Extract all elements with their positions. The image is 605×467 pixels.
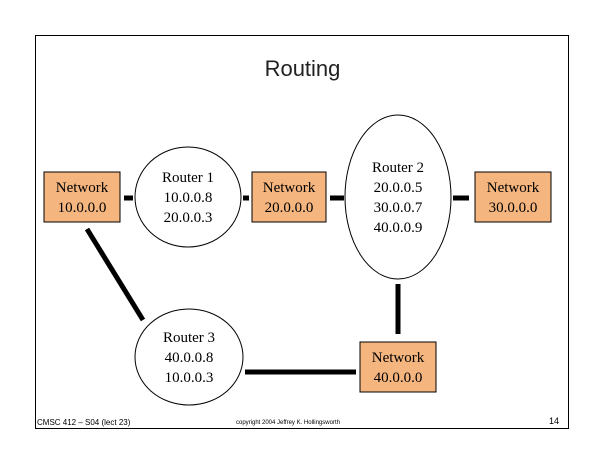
- network-node-net20: Network 20.0.0.0: [251, 171, 327, 223]
- network-box: [359, 341, 437, 393]
- router-label-line: 10.0.0.3: [165, 370, 214, 386]
- router-label-line: 40.0.0.9: [374, 220, 423, 236]
- router-node-r3: Router 3 40.0.0.8 10.0.0.3: [134, 308, 244, 406]
- router-label-line: 10.0.0.8: [164, 190, 213, 206]
- router-label-line: Router 1: [162, 170, 214, 186]
- page-number: 14: [549, 416, 560, 426]
- slide-title: Routing: [264, 56, 341, 81]
- slide-frame: [35, 35, 569, 429]
- router-label-line: 40.0.0.8: [165, 350, 214, 366]
- network-label-line: 30.0.0.0: [489, 200, 538, 216]
- network-label-line: Network: [487, 180, 540, 196]
- router-label-line: 20.0.0.5: [374, 180, 423, 196]
- network-label-line: Network: [263, 180, 316, 196]
- network-box: [474, 171, 552, 223]
- router-ellipse: [344, 114, 452, 280]
- network-node-net30: Network 30.0.0.0: [474, 171, 552, 223]
- network-label-line: Network: [372, 350, 425, 366]
- link-net10-r3: [84, 227, 146, 322]
- router-node-r2: Router 2 20.0.0.5 30.0.0.7 40.0.0.9: [344, 114, 452, 280]
- network-label-line: 10.0.0.0: [58, 200, 107, 216]
- router-ellipse: [134, 146, 242, 248]
- network-node-net40: Network 40.0.0.0: [359, 341, 437, 393]
- copyright-footer: copyright 2004 Jeffrey K. Hollingsworth: [236, 420, 340, 426]
- network-node-net10: Network 10.0.0.0: [43, 171, 121, 223]
- router-label-line: Router 2: [372, 160, 424, 176]
- network-label-line: Network: [56, 180, 109, 196]
- router-ellipse: [134, 308, 244, 406]
- course-footer: CMSC 412 – S04 (lect 23): [37, 418, 131, 427]
- router-label-line: 20.0.0.3: [164, 210, 213, 226]
- network-box: [251, 171, 327, 223]
- router-label-line: Router 3: [163, 330, 215, 346]
- network-label-line: 40.0.0.0: [374, 370, 423, 386]
- network-label-line: 20.0.0.0: [265, 200, 314, 216]
- network-box: [43, 171, 121, 223]
- router-label-line: 30.0.0.7: [374, 200, 423, 216]
- router-node-r1: Router 1 10.0.0.8 20.0.0.3: [134, 146, 242, 248]
